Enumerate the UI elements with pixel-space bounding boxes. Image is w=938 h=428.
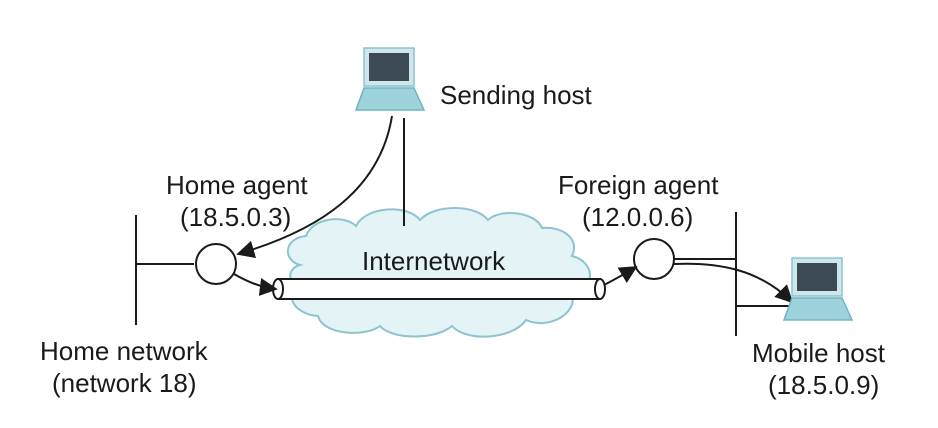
home-agent-to-tunnel-arrow <box>233 273 278 296</box>
home-network-address: (network 18) <box>52 368 197 398</box>
tunnel-to-foreign-agent-arrow <box>603 266 638 286</box>
home-network-name: Home network <box>40 336 209 366</box>
tunnel <box>272 278 606 300</box>
laptop-icon <box>782 257 854 321</box>
mobile-host-address: (18.5.0.9) <box>768 370 879 400</box>
sending-to-home-agent-arrow <box>236 115 393 259</box>
laptop-icon <box>354 47 426 111</box>
laptop-keyboard <box>354 87 426 111</box>
laptop-screen <box>797 263 837 291</box>
home-agent-address: (18.5.0.3) <box>180 202 291 232</box>
foreign-agent-name: Foreign agent <box>558 170 719 200</box>
tunnel-right-end <box>594 278 606 300</box>
internetwork-label: Internetwork <box>362 246 506 276</box>
foreign-agent-address: (12.0.0.6) <box>582 202 693 232</box>
laptop-keyboard <box>782 297 854 321</box>
tunnel-body <box>277 278 601 300</box>
home-agent-router <box>195 243 237 285</box>
home-agent-name: Home agent <box>166 170 308 200</box>
sending-host-label: Sending host <box>440 80 593 110</box>
foreign-agent-to-mobile-host-arrow <box>673 262 794 304</box>
foreign-agent-router <box>633 238 675 280</box>
laptop-screen <box>369 53 409 81</box>
mobile-host-name: Mobile host <box>752 338 886 368</box>
